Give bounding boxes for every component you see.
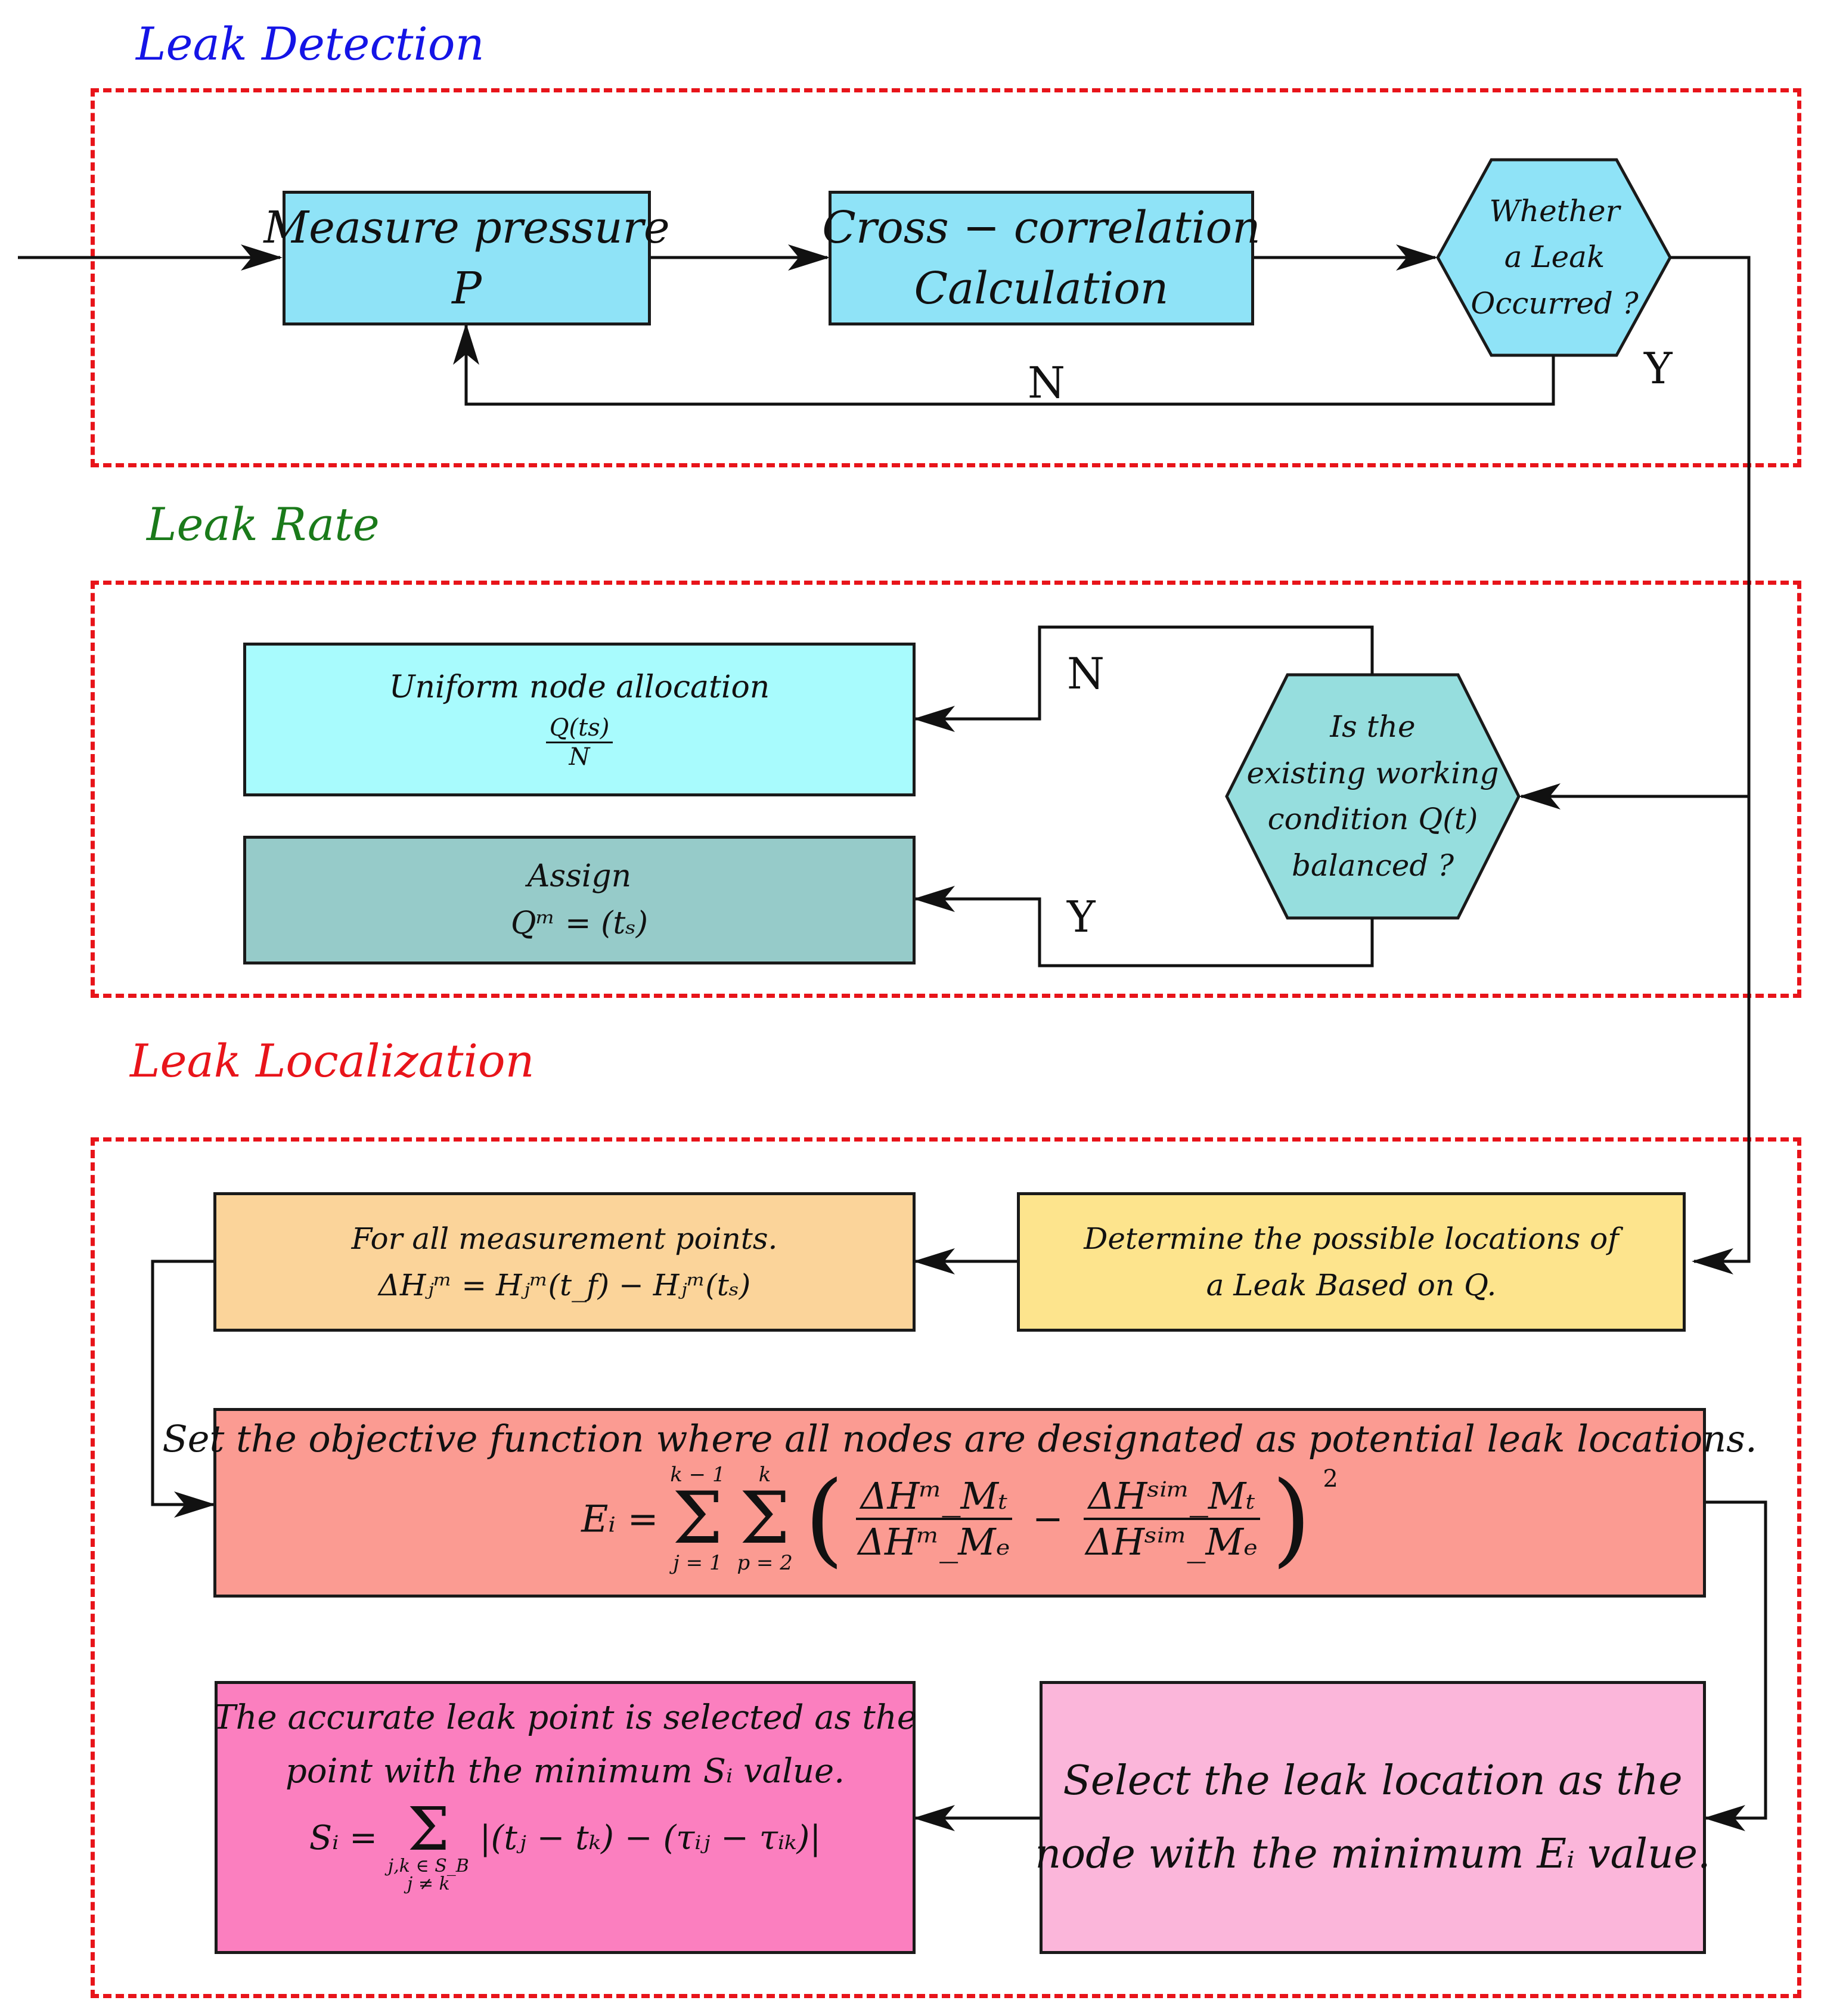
accurate-point-line1: The accurate leak point is selected as t…: [213, 1698, 917, 1737]
objective-function-formula: Eᵢ = k − 1 Σ j = 1 k Σ p = 2 ( ΔHᵐ_Mₜ ΔH…: [581, 1459, 1338, 1578]
accurate-point-rhs: |(tⱼ − tₖ) − (τᵢⱼ − τᵢₖ)|: [479, 1819, 821, 1857]
possible-locations-line2: a Leak Based on Q.: [1206, 1268, 1497, 1302]
possible-locations-box: Determine the possible locations of a Le…: [1017, 1192, 1686, 1332]
measure-pressure-label: Measure pressure: [263, 201, 670, 253]
edge-decision-yes-trunk: [1670, 256, 1751, 1274]
objective-exponent: 2: [1323, 1465, 1338, 1493]
assign-formula: Qᵐ = (tₛ): [510, 905, 649, 941]
edge-points-to-objective: [151, 1260, 216, 1518]
measure-pressure-symbol: P: [452, 263, 482, 314]
cross-correlation-sublabel: Calculation: [914, 263, 1169, 314]
fraction-numerator: Q(ts): [545, 714, 613, 743]
frame-leak-localization: [91, 1137, 1801, 1998]
accurate-point-line2: point with the minimum Sᵢ value.: [286, 1752, 845, 1791]
edge-decision-no-loop: [453, 323, 1555, 406]
objective-fraction-simulated: ΔHˢⁱᵐ_Mₜ ΔHˢⁱᵐ_Mₑ: [1083, 1474, 1260, 1564]
objective-function-label: Set the objective function where all nod…: [162, 1417, 1757, 1460]
uniform-allocation-fraction: Q(ts) N: [545, 714, 613, 771]
section-title-detection: Leak Detection: [136, 17, 485, 70]
possible-locations-line1: Determine the possible locations of: [1084, 1221, 1619, 1256]
edge-balanced-no: [913, 625, 1374, 732]
section-title-rate: Leak Rate: [147, 498, 380, 551]
edge-label-detect-yes: Y: [1644, 343, 1673, 393]
edge-label-detect-no: N: [1028, 358, 1065, 408]
accurate-point-formula: Sᵢ = Σ j,k ∈ S_B j ≠ k |(tⱼ − tₖ) − (τᵢⱼ…: [309, 1794, 821, 1894]
frame-leak-rate: [91, 581, 1801, 998]
accurate-leak-point-box: The accurate leak point is selected as t…: [213, 1681, 917, 1954]
sum-operator-p: k Σ p = 2: [737, 1462, 793, 1575]
edge-label-balanced-yes: Y: [1067, 892, 1096, 942]
edge-balanced-yes: [913, 886, 1374, 967]
uniform-allocation-box: Uniform node allocation Q(ts) N: [243, 643, 916, 796]
balanced-decision-label: Is the existing working condition Q(t) b…: [1246, 709, 1499, 883]
cross-correlation-box: Cross − correlation Calculation: [822, 191, 1261, 325]
frame-leak-detection: [91, 88, 1801, 467]
assign-box: Assign Qᵐ = (tₛ): [243, 836, 916, 964]
section-title-localization: Leak Localization: [130, 1034, 535, 1087]
measure-pressure-box: Measure pressure P: [263, 191, 670, 325]
assign-label: Assign: [527, 858, 632, 894]
select-location-line1: Select the leak location as the: [1063, 1757, 1683, 1804]
select-location-line2: node with the minimum Eᵢ value.: [1035, 1831, 1711, 1878]
fraction-denominator: N: [569, 743, 590, 771]
measurement-points-box: For all measurement points. ΔHⱼᵐ = Hⱼᵐ(t…: [213, 1192, 916, 1332]
objective-function-box: Set the objective function where all nod…: [162, 1408, 1757, 1598]
leak-decision-label: Whether a Leak Occurred ?: [1471, 193, 1639, 321]
edge-objective-to-select: [1704, 1500, 1767, 1831]
objective-lhs: Eᵢ =: [581, 1497, 659, 1540]
cross-correlation-label: Cross − correlation: [822, 201, 1261, 253]
measurement-points-label: For all measurement points.: [351, 1221, 778, 1256]
select-location-box: Select the leak location as the node wit…: [1035, 1681, 1711, 1954]
edge-label-balanced-no: N: [1067, 649, 1105, 699]
accurate-point-lhs: Sᵢ =: [309, 1819, 378, 1857]
sum-operator-jk: Σ j,k ∈ S_B j ≠ k: [387, 1794, 469, 1894]
sum-operator-j: k − 1 Σ j = 1: [670, 1462, 725, 1575]
objective-fraction-measured: ΔHᵐ_Mₜ ΔHᵐ_Mₑ: [855, 1474, 1013, 1564]
uniform-allocation-label: Uniform node allocation: [389, 669, 770, 705]
measurement-points-formula: ΔHⱼᵐ = Hⱼᵐ(t_f) − Hⱼᵐ(tₛ): [378, 1268, 751, 1302]
